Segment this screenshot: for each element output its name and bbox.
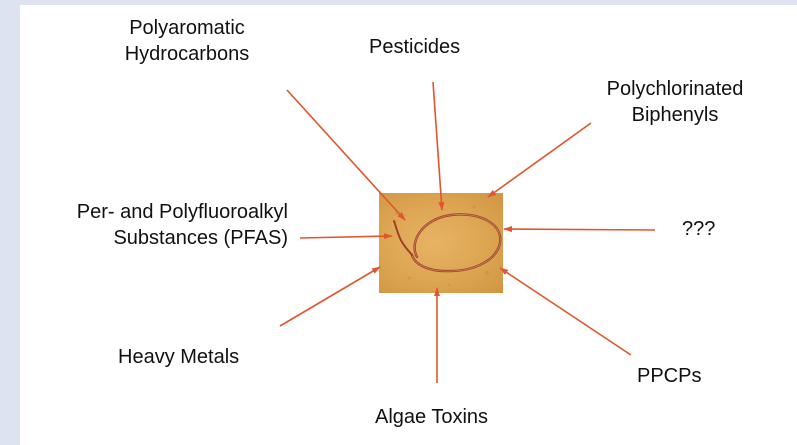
diagram-canvas: Polyaromatic Hydrocarbons Pesticides Pol…	[20, 5, 797, 445]
arrow-pesticides	[433, 82, 442, 210]
arrow-polychlorinated-biphenyls	[488, 123, 591, 197]
arrow-unknown	[504, 229, 655, 230]
arrow-ppcps	[500, 268, 631, 355]
arrows-layer	[20, 5, 797, 445]
arrow-pfas	[300, 236, 392, 238]
arrow-heavy-metals	[280, 267, 380, 326]
arrow-polyaromatic-hydrocarbons	[287, 90, 405, 220]
